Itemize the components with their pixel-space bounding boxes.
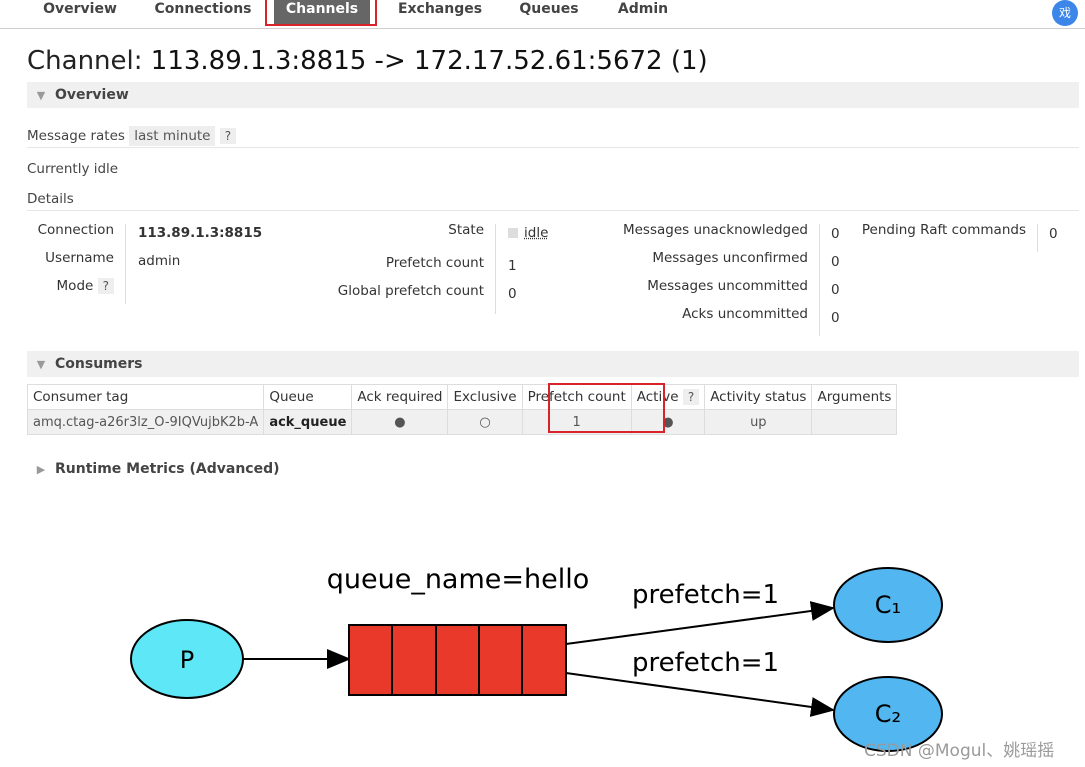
table-row: amq.ctag-a26r3lz_O-9IQVujbK2b-A ack_queu… [26, 409, 898, 435]
username-value: admin [138, 253, 181, 269]
divider [27, 210, 1079, 211]
queue-name-label: queue_name=hello [327, 564, 590, 595]
message-rates-row: Message rates last minute ? [27, 126, 237, 146]
nav-tab-overview[interactable]: Overview [43, 1, 117, 17]
consumer2-node [833, 676, 943, 752]
top-nav: Overview Connections Channels Exchanges … [0, 0, 1085, 29]
mode-label: Mode [56, 278, 94, 294]
runtime-metrics-section-header[interactable]: ▶ Runtime Metrics (Advanced) [27, 456, 1079, 482]
global-prefetch-count-value: 0 [508, 286, 517, 302]
expand-triangle-icon: ▶ [36, 463, 46, 476]
queue-link[interactable]: ack_queue [263, 409, 353, 435]
collapse-triangle-icon: ▼ [36, 89, 46, 102]
column-divider [125, 224, 126, 304]
queue-to-consumer1-arrow [565, 601, 835, 645]
consumers-header-label: Consumers [55, 356, 143, 372]
exclusive-cell: ○ [447, 409, 523, 435]
messages-uncommitted-label: Messages uncommitted [647, 278, 808, 294]
state-value-row: idle [508, 225, 548, 241]
messages-unconfirmed-label: Messages unconfirmed [652, 250, 808, 266]
nav-tab-exchanges[interactable]: Exchanges [397, 1, 483, 17]
prefetch-count-label: Prefetch count [385, 255, 484, 271]
activity-status-cell: up [704, 409, 813, 435]
messages-uncommitted-value: 0 [831, 282, 840, 298]
translate-icon[interactable]: 戏 [1052, 0, 1078, 26]
overview-header-label: Overview [55, 87, 129, 103]
nav-tab-admin[interactable]: Admin [617, 1, 669, 17]
consumer-tag-cell: amq.ctag-a26r3lz_O-9IQVujbK2b-A [26, 409, 265, 435]
channel-status-text: Currently idle [27, 161, 119, 177]
messages-unacknowledged-value: 0 [831, 226, 840, 242]
page-title-channel: 113.89.1.3:8815 -> 172.17.52.61:5672 (1) [150, 46, 708, 76]
active-cell: ● [630, 409, 706, 435]
collapse-triangle-icon: ▼ [36, 358, 46, 371]
divider [27, 147, 1079, 148]
page-title: Channel: 113.89.1.3:8815 -> 172.17.52.61… [27, 46, 708, 76]
prefetch-diagram: P queue_name=hello prefetch=1 prefetch=1… [130, 564, 943, 752]
queue-to-consumer2-arrow [565, 672, 835, 717]
connection-label: Connection [37, 222, 114, 238]
username-label: Username [45, 250, 114, 266]
column-header-activity-status: Activity status [704, 384, 813, 410]
acks-uncommitted-label: Acks uncommitted [682, 306, 808, 322]
column-header-active-label: Active [636, 389, 679, 405]
column-header-active: Active ? [630, 384, 706, 410]
message-rates-label: Message rates [27, 128, 125, 144]
overview-section-header[interactable]: ▼ Overview [27, 82, 1079, 108]
nav-tab-queues[interactable]: Queues [519, 1, 579, 17]
column-header-ack-required: Ack required [351, 384, 449, 410]
consumers-section-header[interactable]: ▼ Consumers [27, 351, 1079, 377]
mode-label-row: Mode ? [20, 278, 114, 294]
consumer2-label: C₂ [875, 700, 901, 728]
producer-label: P [180, 646, 194, 674]
consumers-table: Consumer tag Queue Ack required Exclusiv… [26, 384, 898, 435]
active-help-icon[interactable]: ? [682, 389, 700, 405]
mode-help-icon[interactable]: ? [97, 278, 114, 294]
csdn-watermark: CSDN @Mogul、姚瑶摇 [864, 741, 1055, 761]
column-divider [1037, 224, 1038, 252]
messages-unacknowledged-label: Messages unacknowledged [622, 222, 808, 238]
prefetch-count-value: 1 [508, 258, 517, 274]
nav-tab-connections[interactable]: Connections [154, 1, 252, 17]
state-indicator-icon [508, 228, 518, 238]
global-prefetch-count-label: Global prefetch count [337, 283, 484, 299]
ack-required-cell: ● [351, 409, 449, 435]
prefetch-count-cell: 1 [521, 409, 632, 435]
state-value: idle [524, 225, 549, 241]
pending-raft-commands-value: 0 [1049, 226, 1058, 242]
column-header-consumer-tag: Consumer tag [26, 384, 265, 410]
queue-box [348, 624, 567, 696]
table-header-row: Consumer tag Queue Ack required Exclusiv… [26, 384, 898, 410]
prefetch-label-1: prefetch=1 [632, 580, 779, 610]
message-rates-help-icon[interactable]: ? [219, 128, 237, 144]
state-label: State [448, 222, 484, 238]
column-divider [819, 224, 820, 336]
acks-uncommitted-value: 0 [831, 310, 840, 326]
arguments-cell [811, 409, 898, 435]
producer-node [130, 619, 244, 699]
consumer1-node [833, 567, 943, 643]
consumer1-label: C₁ [875, 591, 901, 619]
column-header-exclusive: Exclusive [447, 384, 523, 410]
messages-unconfirmed-value: 0 [831, 254, 840, 270]
connection-link[interactable]: 113.89.1.3:8815 [138, 225, 263, 241]
message-rates-range-selector[interactable]: last minute [129, 126, 216, 146]
details-label: Details [27, 191, 74, 207]
column-divider [495, 224, 496, 314]
column-header-queue: Queue [263, 384, 353, 410]
prefetch-label-2: prefetch=1 [632, 648, 779, 678]
column-header-arguments: Arguments [811, 384, 898, 410]
column-header-prefetch-count: Prefetch count [521, 384, 632, 410]
page-title-prefix: Channel: [27, 46, 151, 76]
pending-raft-commands-label: Pending Raft commands [861, 222, 1026, 238]
nav-tab-channels[interactable]: Channels [274, 0, 370, 26]
runtime-metrics-header-label: Runtime Metrics (Advanced) [55, 461, 280, 477]
